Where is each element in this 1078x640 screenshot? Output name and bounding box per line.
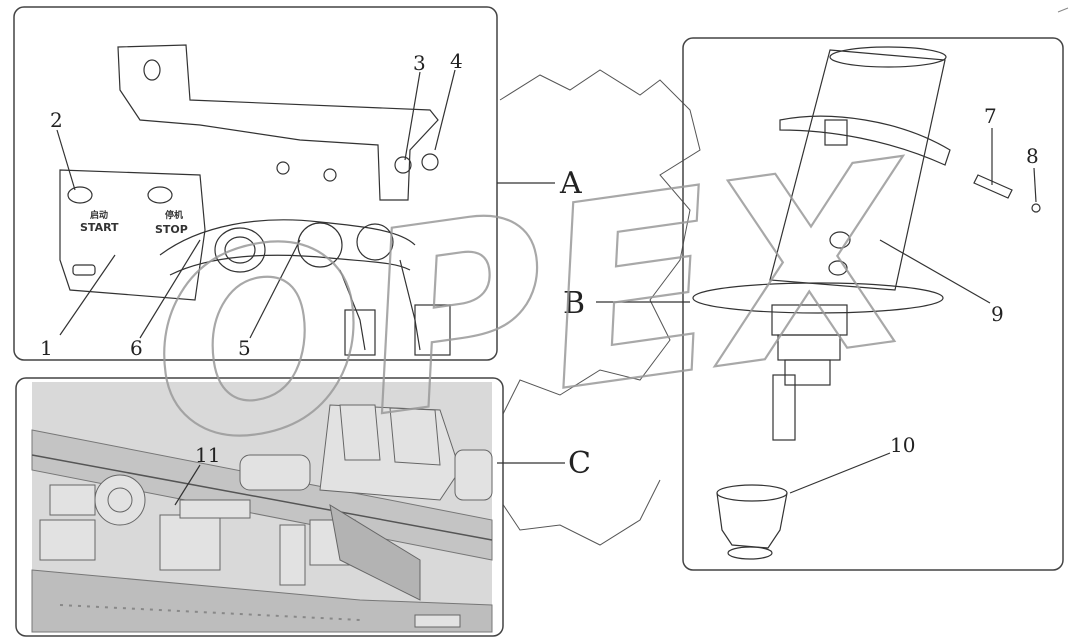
- stop-button-label: STOP: [155, 223, 188, 236]
- callout-10: 10: [890, 433, 915, 457]
- callout-4: 4: [450, 49, 463, 73]
- panel-c-label: C: [568, 446, 591, 481]
- panel-b-frame: [682, 37, 1064, 571]
- callout-3: 3: [413, 51, 426, 75]
- callout-1: 1: [40, 336, 53, 360]
- panel-b-label: B: [563, 286, 585, 321]
- start-button-label: START: [80, 221, 119, 234]
- callout-11: 11: [195, 443, 220, 467]
- callout-2: 2: [50, 108, 63, 132]
- watermark-text: OPEX: [134, 107, 937, 502]
- callout-9: 9: [991, 302, 1004, 326]
- callout-7: 7: [984, 104, 997, 128]
- panel-c: 11 C: [15, 377, 591, 637]
- callout-5: 5: [238, 336, 251, 360]
- panel-b: 7 8 9 10 B: [563, 37, 1064, 571]
- panel-a: 启动 START 停机 STOP 1 2 3 4 5 6 A: [13, 6, 582, 361]
- panel-a-label: A: [559, 166, 582, 201]
- callout-8: 8: [1026, 144, 1039, 168]
- callout-6: 6: [130, 336, 143, 360]
- stop-button-cn: 停机: [165, 209, 183, 221]
- start-button-cn: 启动: [90, 209, 108, 221]
- watermark-gear: [499, 69, 701, 546]
